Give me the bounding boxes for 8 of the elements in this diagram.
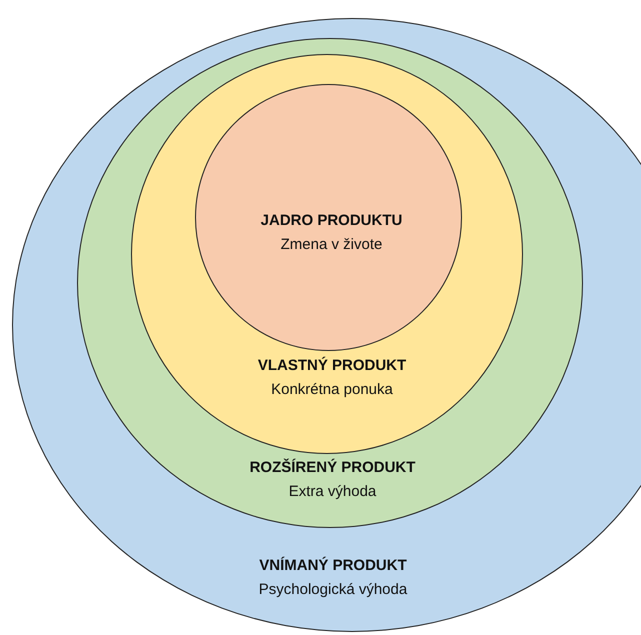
level-title: JADRO PRODUKTU [260, 212, 404, 228]
level-description: Zmena v živote [280, 236, 384, 252]
level-description: Psychologická výhoda [258, 581, 408, 598]
level-description: Konkrétna ponuka [270, 381, 394, 398]
level-title: VNÍMANÝ PRODUKT [258, 557, 408, 574]
level-description: Extra výhoda [288, 482, 378, 500]
level-title: VLASTNÝ PRODUKT [256, 357, 408, 374]
level-title: ROZŠÍRENÝ PRODUKT [248, 458, 416, 476]
